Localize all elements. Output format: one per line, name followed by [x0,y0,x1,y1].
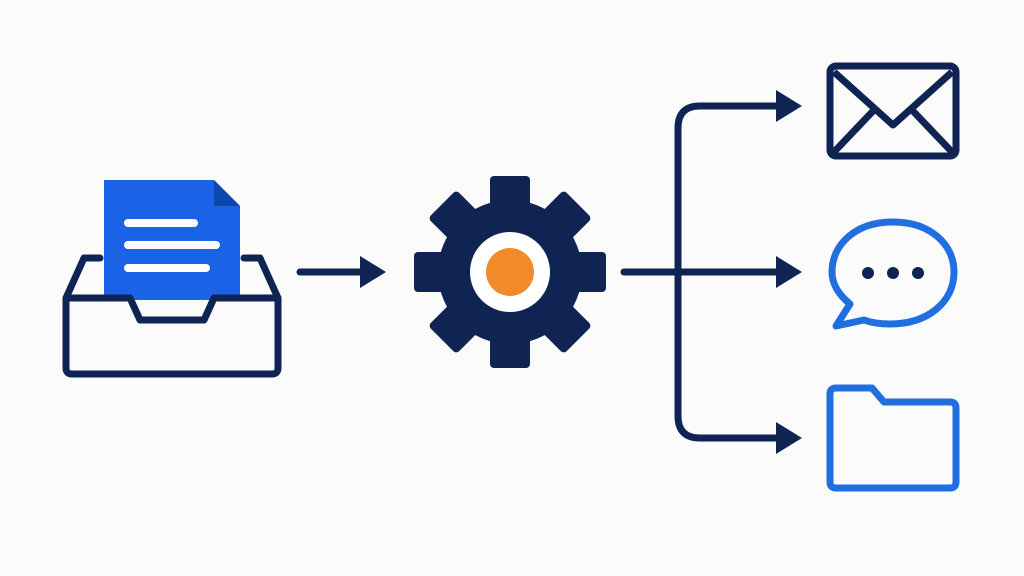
inbox-document-icon [62,180,282,378]
gear-icon [414,176,606,368]
arrow-inbox-to-processor [296,256,386,288]
envelope-icon [826,62,960,160]
arrowhead-to-chat [776,256,802,288]
gear-center-dot [486,248,534,296]
inbox-tray-icon [62,254,282,378]
arrowhead-to-email [776,90,802,122]
branch-connector [620,102,784,442]
folder-icon [826,384,960,492]
document-icon [104,180,240,300]
chat-bubble-icon [828,218,958,330]
arrowhead-to-folder [776,422,802,454]
